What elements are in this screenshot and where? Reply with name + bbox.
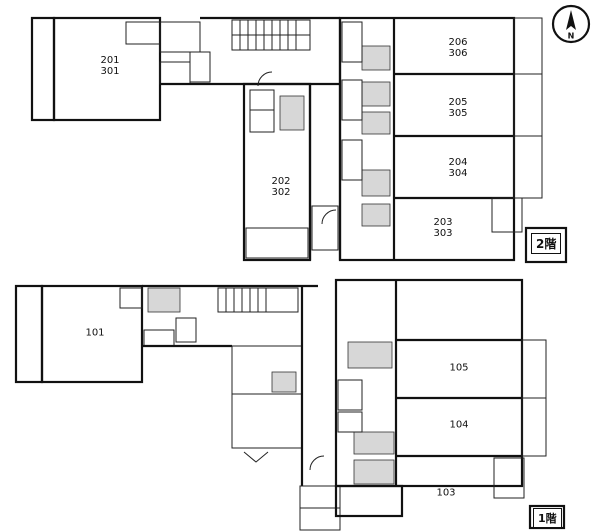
- unit-103-label: 103: [436, 487, 456, 499]
- ground-floor-tag: 1階: [533, 508, 562, 528]
- upper-floor-tag: 2階: [531, 233, 562, 254]
- unit-105-label: 105: [449, 362, 469, 374]
- unit-206-306-label: 206 306: [448, 37, 468, 59]
- unit-203-303-label: 203 303: [433, 217, 453, 239]
- stair-icon: [225, 288, 267, 312]
- north-arrow-icon: [551, 4, 591, 44]
- unit-104-label: 104: [449, 419, 469, 431]
- ground-floor-walls: [14, 278, 566, 531]
- door-swing-icon: [243, 71, 337, 471]
- unit-101-label: 101: [85, 327, 105, 339]
- unit-202-302-label: 202 302: [271, 176, 291, 198]
- upper-floor-walls: [30, 16, 568, 264]
- unit-201-301-label: 201 301: [100, 55, 120, 77]
- unit-205-305-label: 205 305: [448, 97, 468, 119]
- unit-204-304-label: 204 304: [448, 157, 468, 179]
- compass-letter: N: [567, 31, 575, 41]
- stair-icon: [232, 20, 310, 50]
